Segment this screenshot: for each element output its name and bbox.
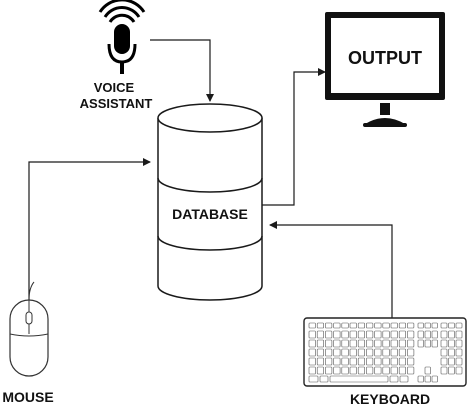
database-label: DATABASE: [172, 206, 248, 222]
output-label: OUTPUT: [348, 48, 422, 68]
keyboard-to-database-connector: [269, 221, 393, 318]
keyboard-label: KEYBOARD: [350, 391, 430, 407]
voice-assistant-label-line2: ASSISTANT: [80, 96, 153, 111]
mouse-label: MOUSE: [2, 389, 53, 405]
mouse-to-database-connector: [28, 158, 151, 300]
keyboard-icon: [303, 317, 467, 387]
database-cylinder: [157, 103, 263, 301]
mouse-icon: [9, 281, 49, 377]
voice-to-database-connector: [150, 39, 214, 102]
microphone-icon: [98, 0, 146, 74]
monitor-icon: [325, 12, 445, 127]
voice-assistant-label-line1: VOICE: [94, 80, 135, 95]
database-to-output-connector: [262, 68, 326, 206]
